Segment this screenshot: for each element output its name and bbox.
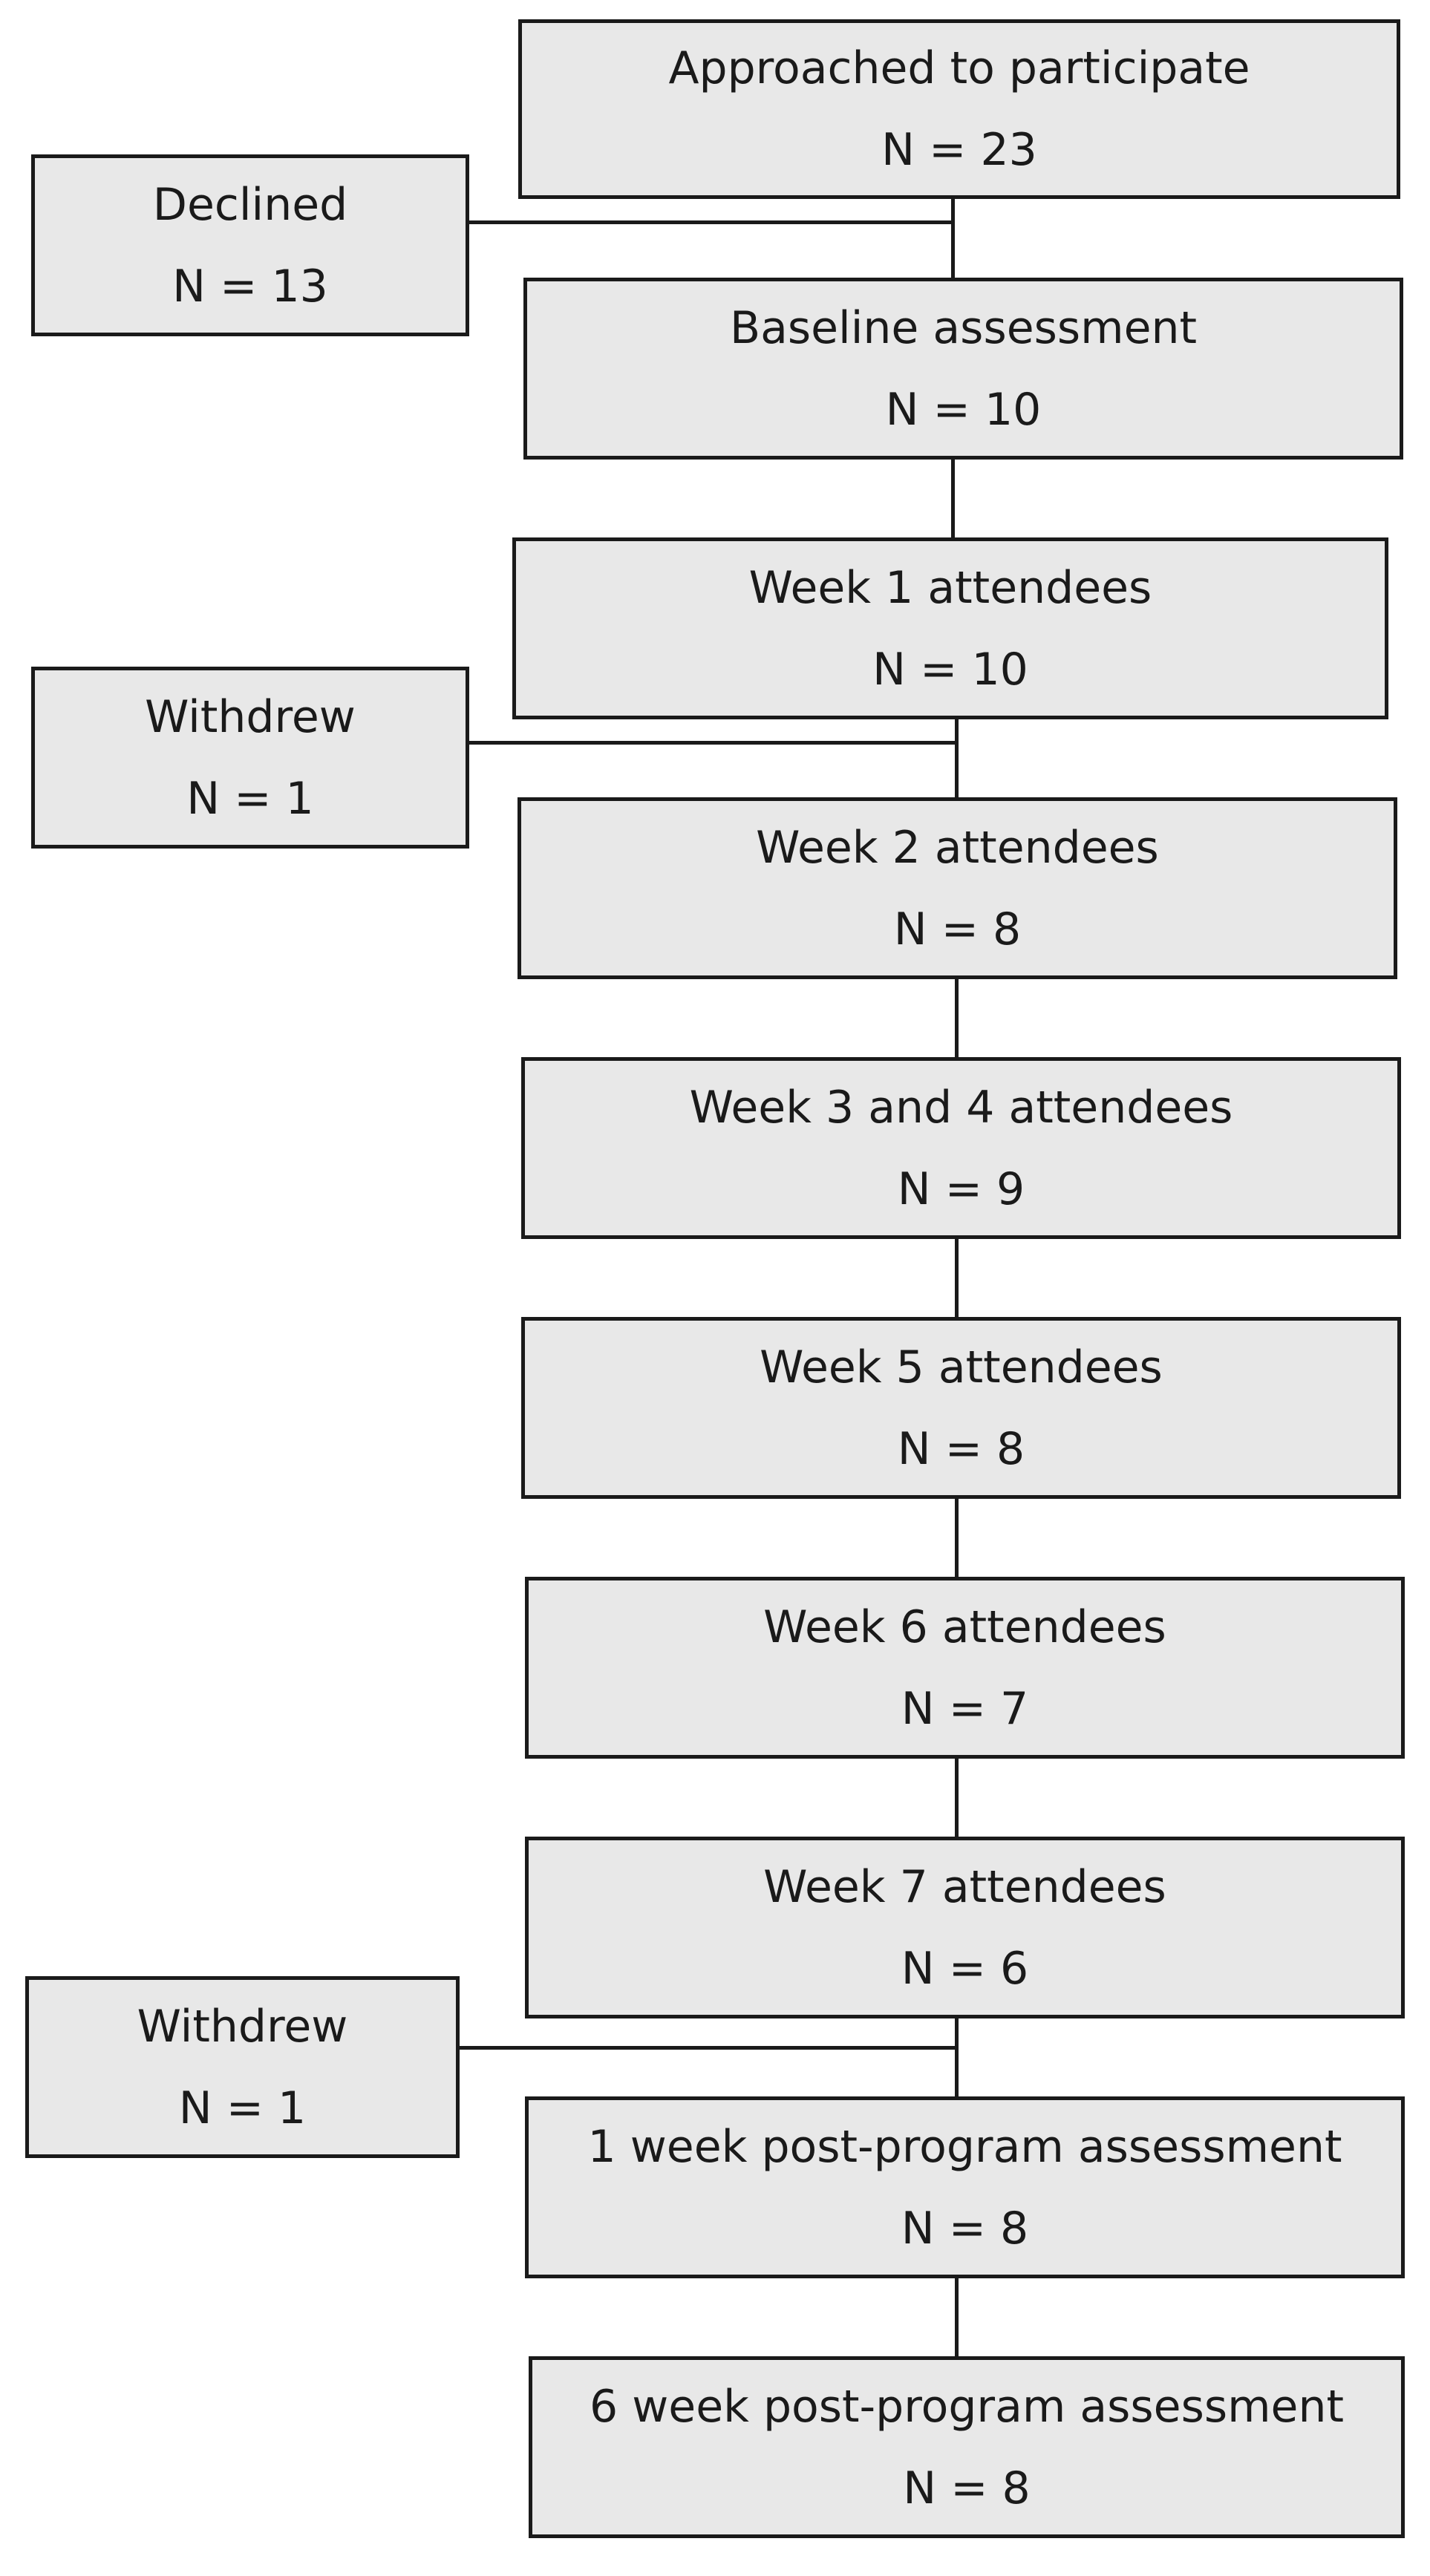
week34-box: Week 3 and 4 attendees N = 9 <box>521 1057 1401 1239</box>
post6-title: 6 week post-program assessment <box>589 2380 1344 2433</box>
connector-week1-to-week2 <box>955 717 959 799</box>
approached-box: Approached to participate N = 23 <box>518 19 1400 199</box>
post1-count: N = 8 <box>901 2202 1029 2255</box>
declined-box: Declined N = 13 <box>31 154 469 336</box>
week5-title: Week 5 attendees <box>760 1341 1163 1393</box>
week5-count: N = 8 <box>897 1422 1025 1475</box>
week6-box: Week 6 attendees N = 7 <box>525 1577 1405 1759</box>
connector-post1-to-post6 <box>955 2276 959 2358</box>
withdrew-box-2: Withdrew N = 1 <box>25 1976 460 2158</box>
connector-week6-to-week7 <box>955 1756 959 1838</box>
week34-title: Week 3 and 4 attendees <box>689 1081 1233 1134</box>
withdrew-2-title: Withdrew <box>137 2000 348 2053</box>
connector-to-withdrew-2 <box>457 2046 959 2050</box>
approached-title: Approached to participate <box>668 42 1250 94</box>
declined-count: N = 13 <box>172 260 328 313</box>
week7-title: Week 7 attendees <box>763 1860 1166 1913</box>
withdrew-1-title: Withdrew <box>145 690 356 743</box>
week6-count: N = 7 <box>901 1682 1029 1735</box>
post6-count: N = 8 <box>903 2462 1031 2514</box>
post1-box: 1 week post-program assessment N = 8 <box>525 2096 1405 2278</box>
baseline-box: Baseline assessment N = 10 <box>523 278 1403 460</box>
week6-title: Week 6 attendees <box>763 1601 1166 1653</box>
week1-box: Week 1 attendees N = 10 <box>512 537 1388 719</box>
withdrew-1-count: N = 1 <box>186 772 314 825</box>
week2-title: Week 2 attendees <box>756 821 1159 874</box>
week2-box: Week 2 attendees N = 8 <box>518 797 1397 979</box>
connector-approached-to-baseline <box>951 197 955 279</box>
connector-week34-to-week5 <box>955 1237 959 1318</box>
week1-title: Week 1 attendees <box>748 561 1152 614</box>
week5-box: Week 5 attendees N = 8 <box>521 1317 1401 1499</box>
connector-week5-to-week6 <box>955 1497 959 1578</box>
week7-count: N = 6 <box>901 1942 1029 1995</box>
week2-count: N = 8 <box>893 903 1022 955</box>
declined-title: Declined <box>152 178 348 231</box>
connector-week2-to-week34 <box>955 977 959 1059</box>
withdrew-box-1: Withdrew N = 1 <box>31 667 469 849</box>
withdrew-2-count: N = 1 <box>178 2082 307 2134</box>
post6-box: 6 week post-program assessment N = 8 <box>529 2356 1405 2538</box>
baseline-title: Baseline assessment <box>729 301 1198 354</box>
week7-box: Week 7 attendees N = 6 <box>525 1837 1405 2018</box>
connector-to-declined <box>467 220 955 224</box>
connector-to-withdrew-1 <box>467 741 957 745</box>
week34-count: N = 9 <box>897 1163 1025 1215</box>
baseline-count: N = 10 <box>885 383 1042 436</box>
post1-title: 1 week post-program assessment <box>587 2120 1342 2173</box>
week1-count: N = 10 <box>872 643 1028 696</box>
connector-baseline-to-week1 <box>951 457 955 539</box>
approached-count: N = 23 <box>881 124 1037 176</box>
connector-week7-to-post1 <box>955 2016 959 2098</box>
